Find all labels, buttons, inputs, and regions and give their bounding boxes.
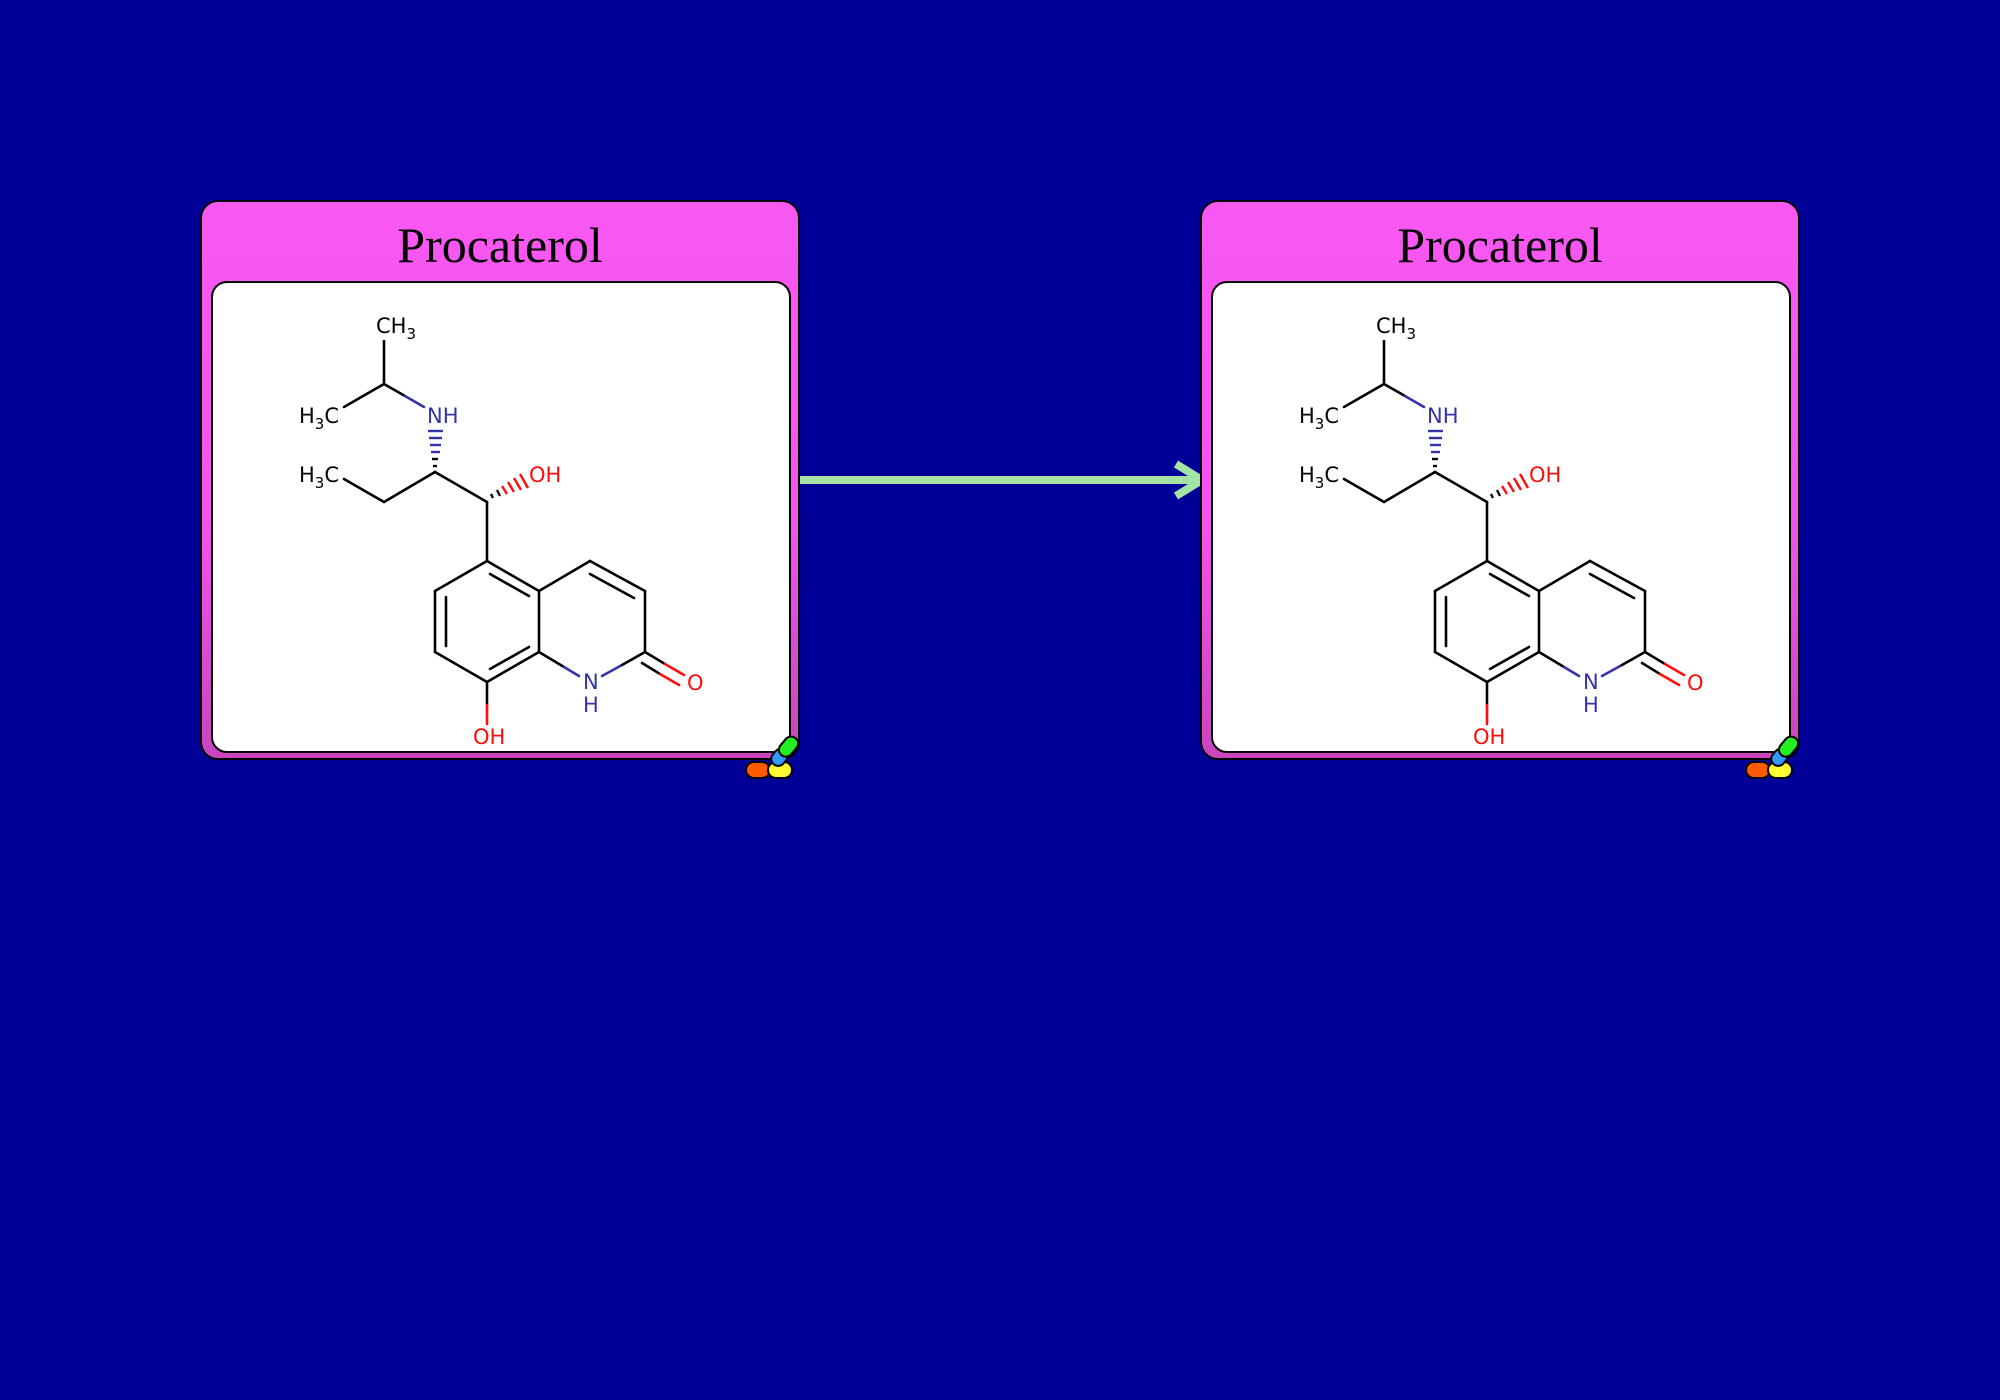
svg-text:H3C: H3C bbox=[1299, 404, 1339, 433]
atom-label-n: N bbox=[583, 670, 599, 694]
reactant-card[interactable]: Procaterol bbox=[200, 200, 800, 779]
pill-icon bbox=[1745, 735, 1800, 779]
svg-text:CH3: CH3 bbox=[1376, 314, 1416, 343]
svg-text:H3C: H3C bbox=[299, 463, 339, 492]
molecule-structure: CH3 H3C H3C NH OH N H O OH bbox=[1299, 314, 1704, 749]
atom-label-phenol-oh: OH bbox=[1473, 725, 1505, 749]
svg-text:H3C: H3C bbox=[1299, 463, 1339, 492]
pill-icon bbox=[745, 735, 800, 779]
atom-label-nh: NH bbox=[427, 404, 459, 428]
atom-label-o: O bbox=[687, 671, 704, 695]
svg-text:H3C: H3C bbox=[299, 404, 339, 433]
reaction-arrow-icon bbox=[800, 460, 1210, 500]
atom-label-h: H bbox=[1583, 693, 1599, 717]
atom-label-phenol-oh: OH bbox=[473, 725, 505, 749]
atom-label-o: O bbox=[1687, 671, 1704, 695]
atom-label-h: H bbox=[583, 693, 599, 717]
atom-label: CH bbox=[1376, 314, 1406, 338]
atom-label-oh: OH bbox=[529, 463, 561, 487]
compound-name: Procaterol bbox=[1397, 217, 1603, 273]
atom-label-oh: OH bbox=[1529, 463, 1561, 487]
product-card[interactable]: Procaterol bbox=[1200, 200, 1800, 779]
atom-label-n: N bbox=[1583, 670, 1599, 694]
atom-label-nh: NH bbox=[1427, 404, 1459, 428]
compound-name: Procaterol bbox=[397, 217, 603, 273]
atom-label: CH bbox=[376, 314, 406, 338]
svg-text:CH3: CH3 bbox=[376, 314, 416, 343]
molecule-structure: CH3 H3C H3C NH OH N H O OH bbox=[299, 314, 704, 749]
